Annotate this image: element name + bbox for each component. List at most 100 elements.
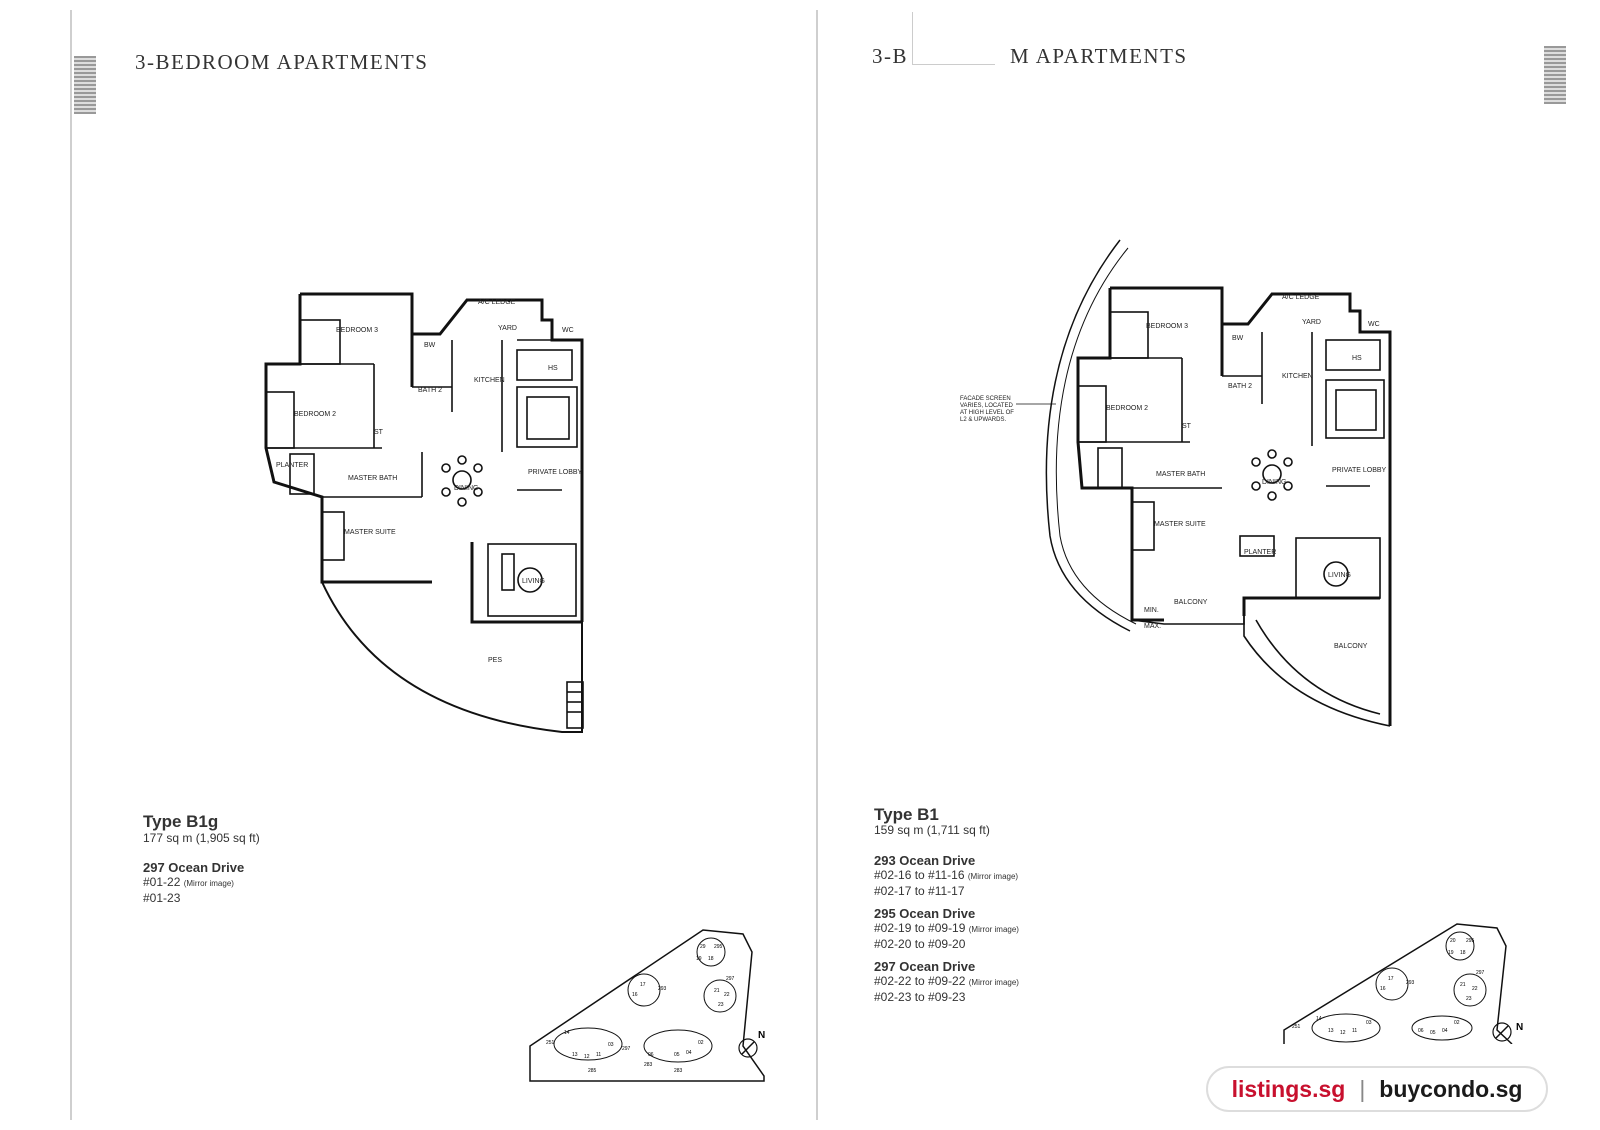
svg-text:13: 13 <box>1328 1028 1334 1034</box>
room-ac-ledge-label: A/C LEDGE <box>1282 294 1320 301</box>
facade-note-line: L2 & UPWARDS. <box>960 417 1006 423</box>
room-wc-label: WC <box>1368 321 1380 328</box>
north-label: N <box>758 1030 765 1041</box>
unit-range-line: #01-22 (Mirror image) <box>143 875 234 889</box>
svg-text:02: 02 <box>1454 1020 1460 1026</box>
room-living-label: LIVING <box>522 578 545 585</box>
page-edge-line <box>70 10 72 1120</box>
room-balcony-2-label: BALCONY <box>1334 643 1368 650</box>
room-st-label: ST <box>1182 423 1192 430</box>
compass-icon <box>1492 1022 1512 1042</box>
room-balcony-label: BALCONY <box>1174 599 1208 606</box>
room-living-label: LIVING <box>1328 572 1351 579</box>
room-pes-label: PES <box>488 657 502 664</box>
room-planter-label: PLANTER <box>1244 549 1276 556</box>
north-label: N <box>1516 1022 1523 1033</box>
svg-text:05: 05 <box>1430 1030 1436 1036</box>
svg-text:22: 22 <box>1472 986 1478 992</box>
svg-text:16: 16 <box>1380 986 1386 992</box>
room-st-label: ST <box>374 429 384 436</box>
room-bath2-label: BATH 2 <box>1228 383 1252 390</box>
room-master-bath-label: MASTER BATH <box>348 475 397 482</box>
floor-plan-type-b1: BEDROOM 3 BEDROOM 2 MASTER BATH MASTER S… <box>960 239 1392 727</box>
svg-text:06: 06 <box>1418 1028 1424 1034</box>
room-bw-label: BW <box>424 342 436 349</box>
room-bw-label: BW <box>1232 335 1244 342</box>
site-plan-left: 29 295 19 18 17 293 16 297 22 21 23 14 2… <box>529 929 765 1082</box>
svg-text:12: 12 <box>584 1054 590 1060</box>
svg-text:297: 297 <box>1476 970 1485 976</box>
facade-note-line: AT HIGH LEVEL OF <box>960 410 1014 416</box>
block-297: 297 Ocean Drive #02-22 to #09-22 (Mirror… <box>874 959 1019 1004</box>
room-bedroom3-label: BEDROOM 3 <box>336 327 378 334</box>
svg-text:17: 17 <box>1388 976 1394 982</box>
svg-text:23: 23 <box>1466 996 1472 1002</box>
svg-text:18: 18 <box>708 956 714 962</box>
svg-text:11: 11 <box>1352 1028 1357 1034</box>
unit-range-line: #01-23 <box>143 891 181 905</box>
svg-text:06: 06 <box>648 1052 654 1058</box>
svg-text:297: 297 <box>622 1046 631 1052</box>
svg-text:12: 12 <box>1340 1030 1346 1036</box>
room-private-lobby-label: PRIVATE LOBBY <box>528 469 583 476</box>
svg-text:16: 16 <box>632 992 638 998</box>
room-ac-ledge-label: A/C LEDGE <box>478 299 516 306</box>
min-label: MIN. <box>1144 607 1159 614</box>
room-bedroom3-label: BEDROOM 3 <box>1146 323 1188 330</box>
unit-area: 177 sq m (1,905 sq ft) <box>143 831 260 845</box>
svg-text:19: 19 <box>1448 950 1454 956</box>
page-tab-mark <box>74 56 96 114</box>
svg-text:04: 04 <box>1442 1028 1448 1034</box>
room-bedroom2-label: BEDROOM 2 <box>294 411 336 418</box>
svg-text:03: 03 <box>1366 1020 1372 1026</box>
watermark-site-b[interactable]: buycondo.sg <box>1379 1075 1523 1102</box>
block-list: 297 Ocean Drive #01-22 (Mirror image) #0… <box>143 860 244 906</box>
room-yard-label: YARD <box>1302 319 1321 326</box>
room-dining-label: DINING <box>454 485 479 492</box>
svg-text:251: 251 <box>1292 1024 1301 1030</box>
watermark-badge[interactable]: listings.sg | buycondo.sg <box>1206 1066 1548 1112</box>
block-293: 293 Ocean Drive #02-16 to #11-16 (Mirror… <box>874 853 1019 898</box>
svg-text:283: 283 <box>674 1068 683 1074</box>
floor-plan-type-b1g: BEDROOM 3 BEDROOM 2 MASTER BATH MASTER S… <box>264 292 584 733</box>
room-kitchen-label: KITCHEN <box>474 377 505 384</box>
svg-text:05: 05 <box>674 1052 680 1058</box>
svg-text:18: 18 <box>1460 950 1466 956</box>
svg-text:13: 13 <box>572 1052 578 1058</box>
unit-area: 159 sq m (1,711 sq ft) <box>874 823 990 837</box>
svg-text:283: 283 <box>644 1062 653 1068</box>
room-hs-label: HS <box>1352 355 1362 362</box>
svg-text:21: 21 <box>1460 982 1466 988</box>
svg-text:17: 17 <box>640 982 646 988</box>
svg-text:295: 295 <box>1466 938 1475 944</box>
svg-text:251: 251 <box>546 1040 555 1046</box>
unit-type-title: Type B1 <box>874 805 939 824</box>
facade-note-line: FACADE SCREEN <box>960 396 1011 402</box>
page-header-right: M APARTMENTS <box>1010 44 1188 68</box>
svg-text:02: 02 <box>698 1040 704 1046</box>
svg-text:29: 29 <box>700 944 706 950</box>
svg-text:19: 19 <box>696 956 702 962</box>
page-tab-mark <box>1544 46 1566 104</box>
svg-text:20: 20 <box>1450 938 1456 944</box>
room-private-lobby-label: PRIVATE LOBBY <box>1332 467 1387 474</box>
room-bedroom2-label: BEDROOM 2 <box>1106 405 1148 412</box>
room-bath2-label: BATH 2 <box>418 387 442 394</box>
svg-text:293: 293 <box>1406 980 1415 986</box>
room-hs-label: HS <box>548 365 558 372</box>
svg-text:285: 285 <box>588 1068 597 1074</box>
watermark-site-a[interactable]: listings.sg <box>1231 1075 1346 1102</box>
left-page: 3-BEDROOM APARTMENTS <box>70 10 766 1120</box>
room-master-bath-label: MASTER BATH <box>1156 471 1205 478</box>
svg-text:03: 03 <box>608 1042 614 1048</box>
svg-text:22: 22 <box>724 992 730 998</box>
room-master-suite-label: MASTER SUITE <box>1154 521 1206 528</box>
block-295: 295 Ocean Drive #02-19 to #09-19 (Mirror… <box>874 906 1019 951</box>
page-header: 3-BEDROOM APARTMENTS <box>135 50 429 74</box>
room-planter-label: PLANTER <box>276 462 308 469</box>
room-kitchen-label: KITCHEN <box>1282 373 1313 380</box>
room-master-suite-label: MASTER SUITE <box>344 529 396 536</box>
room-yard-label: YARD <box>498 325 517 332</box>
room-wc-label: WC <box>562 327 574 334</box>
svg-text:14: 14 <box>564 1030 570 1036</box>
